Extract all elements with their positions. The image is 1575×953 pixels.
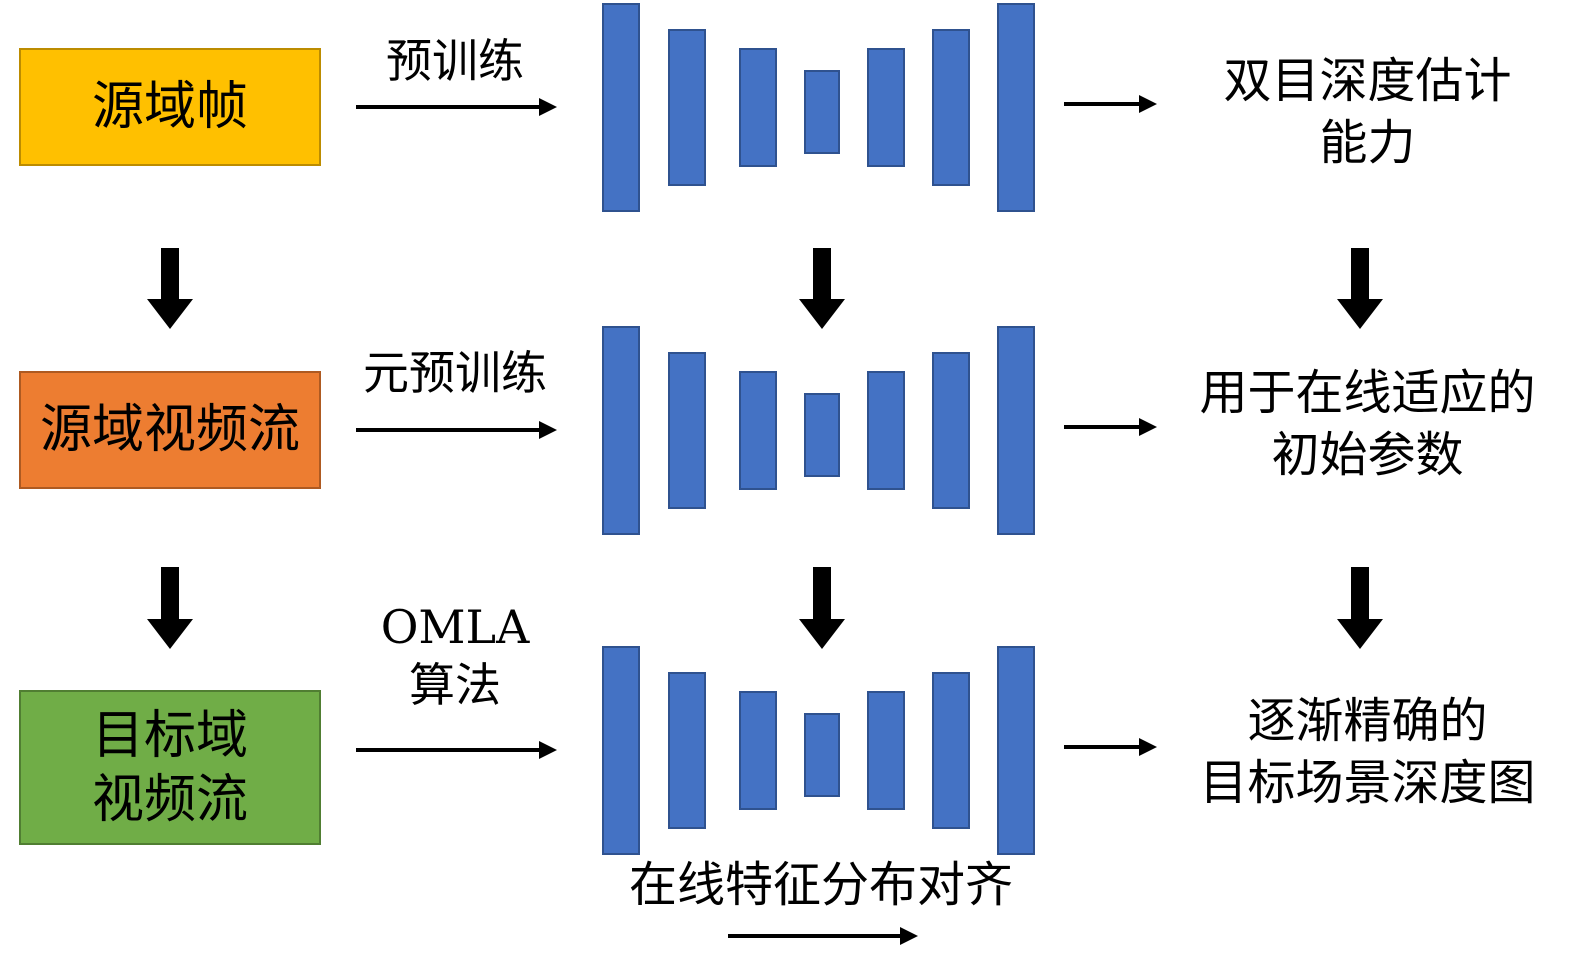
- network-layer-block: [997, 646, 1035, 855]
- pretrain-label: 预训练: [386, 34, 524, 88]
- arrow-down-icon: [1337, 567, 1383, 649]
- target-depth-map-text: 逐渐精确的 目标场景深度图: [1199, 693, 1536, 811]
- arrow-right-icon-head: [539, 741, 557, 759]
- omla-algorithm-label: OMLA 算法: [380, 600, 530, 712]
- meta-pretrain-label: 元预训练: [363, 346, 547, 400]
- network-layer-block: [602, 326, 640, 535]
- source-frame-box: 源域帧: [19, 48, 321, 166]
- network-layer-block: [602, 646, 640, 855]
- network-layer-block: [804, 713, 840, 797]
- source-frame-label: 源域帧: [91, 77, 248, 137]
- arrow-right-icon-head: [1139, 418, 1157, 436]
- arrow-down-icon: [147, 567, 193, 649]
- arrow-right-icon-head: [539, 421, 557, 439]
- network-layer-block: [932, 29, 970, 186]
- arrow-down-icon: [147, 248, 193, 329]
- arrow-right-icon-head: [1139, 95, 1157, 113]
- arrow-down-icon: [799, 567, 845, 649]
- network-layer-block: [739, 371, 777, 490]
- network-layer-block: [932, 352, 970, 509]
- network-layer-block: [668, 672, 706, 829]
- network-layer-block: [602, 3, 640, 212]
- initial-parameters-text: 用于在线适应的 初始参数: [1199, 365, 1536, 483]
- arrow-right-icon-head: [539, 98, 557, 116]
- network-layer-block: [932, 672, 970, 829]
- network-layer-block: [739, 48, 777, 167]
- target-video-box: 目标域 视频流: [19, 690, 321, 845]
- network-layer-block: [997, 326, 1035, 535]
- network-layer-block: [804, 70, 840, 154]
- source-video-box: 源域视频流: [19, 371, 321, 489]
- arrow-right-icon-head: [1139, 738, 1157, 756]
- network-layer-block: [867, 371, 905, 490]
- network-layer-block: [867, 691, 905, 810]
- stereo-depth-capability-text: 双目深度估计 能力: [1223, 53, 1512, 171]
- online-feature-alignment-caption: 在线特征分布对齐: [628, 857, 1013, 913]
- arrow-right-icon-head: [900, 927, 918, 945]
- network-layer-block: [668, 352, 706, 509]
- source-video-label: 源域视频流: [39, 400, 300, 460]
- network-layer-block: [668, 29, 706, 186]
- network-layer-block: [804, 393, 840, 477]
- network-layer-block: [739, 691, 777, 810]
- target-video-label: 目标域 视频流: [91, 705, 248, 830]
- network-layer-block: [867, 48, 905, 167]
- arrow-down-icon: [1337, 248, 1383, 329]
- arrow-down-icon: [799, 248, 845, 329]
- network-layer-block: [997, 3, 1035, 212]
